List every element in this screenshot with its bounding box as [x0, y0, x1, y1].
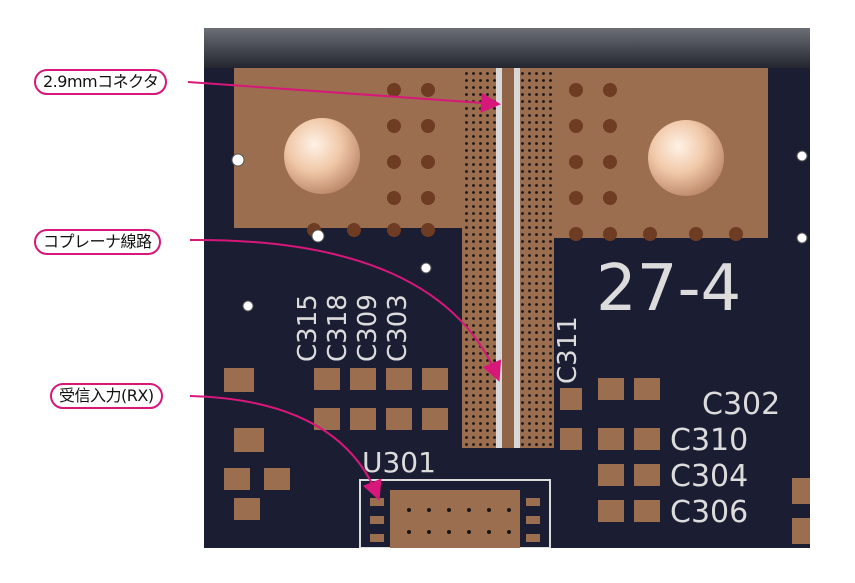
ref-c302: C302	[702, 387, 780, 422]
ref-c303: C303	[383, 294, 413, 362]
smd-pads-right	[560, 378, 810, 544]
connector-right-pin	[648, 120, 724, 196]
connector-left-pad	[234, 68, 496, 237]
ref-c315: C315	[293, 294, 323, 362]
pcb-part-number: 27-4	[596, 252, 741, 326]
ref-c318: C318	[323, 294, 353, 362]
ref-c309: C309	[353, 294, 383, 362]
coplanar-gap-left	[496, 68, 502, 448]
coplanar-line	[462, 68, 554, 448]
callout-rx-label: 受信入力(RX)	[50, 383, 163, 409]
coplanar-gap-right	[514, 68, 520, 448]
board-top-edge	[204, 28, 810, 68]
connector-left-pin	[284, 118, 360, 194]
chip-reference: U301	[362, 446, 436, 479]
ref-c306: C306	[670, 495, 748, 530]
connector-right-pad	[538, 68, 768, 241]
ref-c311: C311	[553, 316, 583, 384]
u301-chip	[359, 479, 551, 548]
callout-coplanar-label: コプレーナ線路	[34, 229, 161, 255]
ref-c310: C310	[670, 423, 748, 458]
coplanar-signal-trace	[502, 68, 514, 448]
callout-connector-label: 2.9mmコネクタ	[34, 69, 168, 95]
ref-c304: C304	[670, 459, 748, 494]
